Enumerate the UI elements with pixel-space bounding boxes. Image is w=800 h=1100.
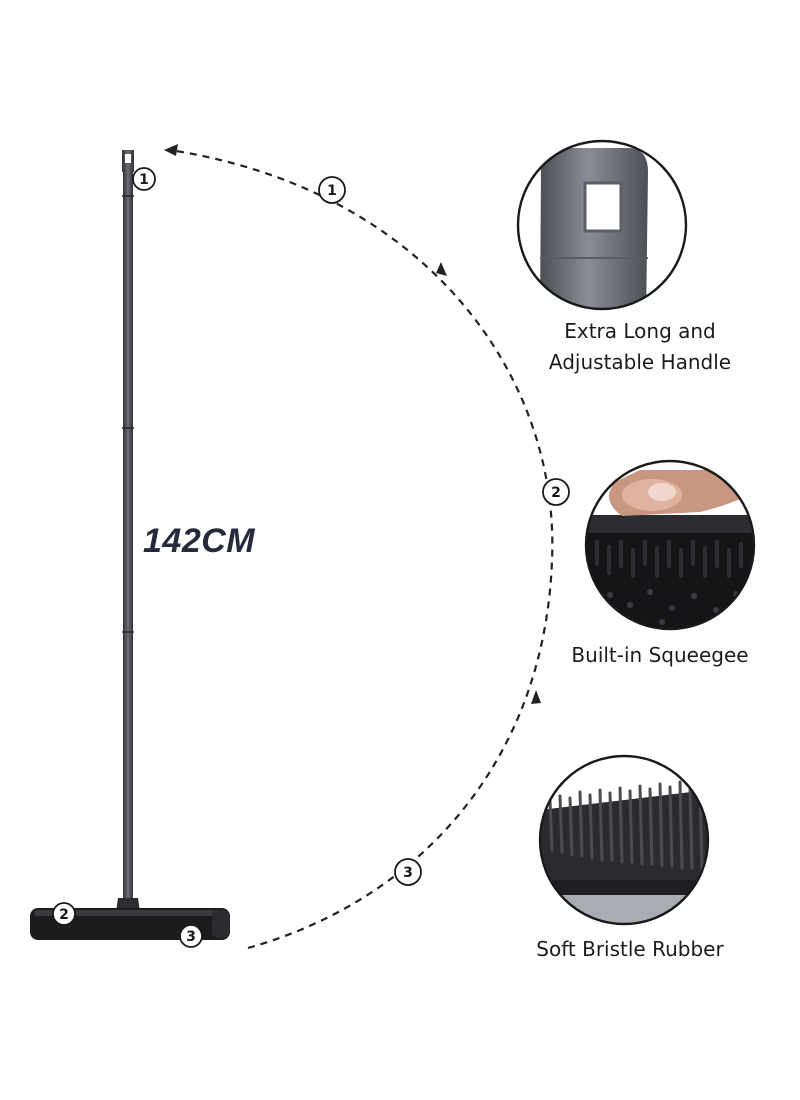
svg-text:1: 1 — [327, 183, 337, 199]
caption-handle-line2: Adjustable Handle — [548, 350, 732, 374]
squeegee-icon — [584, 459, 756, 631]
caption-handle-line1: Extra Long and — [564, 319, 716, 343]
arrow-top-icon — [164, 144, 178, 156]
badge-squeegee: 2 — [52, 902, 76, 926]
badge-handle: 1 — [132, 167, 156, 191]
height-label: 142CM — [143, 522, 256, 560]
badge-bristle: 3 — [179, 924, 203, 948]
handle-hang-hole-icon — [516, 139, 688, 311]
svg-text:3: 3 — [403, 865, 413, 881]
svg-text:2: 2 — [59, 907, 69, 923]
svg-text:1: 1 — [139, 172, 149, 188]
caption-handle: Extra Long and Adjustable Handle — [540, 316, 740, 378]
arrow-mid-lower-icon — [531, 690, 541, 704]
caption-squeegee: Built-in Squeegee — [560, 640, 760, 671]
svg-text:3: 3 — [186, 929, 196, 945]
broom-head-highlight — [34, 910, 226, 916]
arrow-mid-upper-icon — [436, 262, 447, 276]
svg-text:2: 2 — [551, 485, 561, 501]
broom-pole — [123, 170, 133, 900]
arc-badge-3: 3 — [394, 858, 422, 886]
broom-head-end — [212, 910, 230, 938]
rubber-bristle-icon — [538, 754, 710, 926]
arc-badge-2: 2 — [542, 478, 570, 506]
caption-squeegee-line1: Built-in Squeegee — [571, 643, 749, 667]
caption-bristle: Soft Bristle Rubber — [520, 934, 740, 965]
caption-bristle-line1: Soft Bristle Rubber — [536, 937, 724, 961]
hang-hole — [125, 154, 131, 163]
arc-badge-1: 1 — [318, 176, 346, 204]
